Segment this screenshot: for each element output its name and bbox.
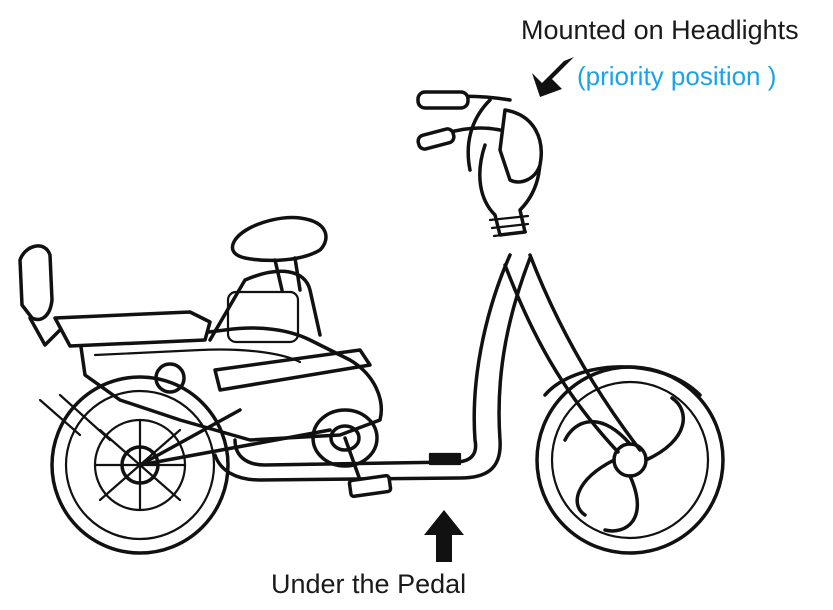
pedal-label: Under the Pedal — [271, 571, 466, 598]
frame — [215, 255, 640, 480]
steering — [417, 92, 541, 236]
priority-position-label: (priority position ) — [577, 63, 776, 89]
arrow-down-left-icon — [532, 57, 574, 97]
crank-and-pedal — [140, 410, 391, 497]
headlights-label: Mounted on Headlights — [521, 17, 799, 44]
arrow-up-icon — [424, 510, 464, 562]
rear-carrier — [20, 246, 210, 440]
front-wheel — [537, 367, 723, 553]
